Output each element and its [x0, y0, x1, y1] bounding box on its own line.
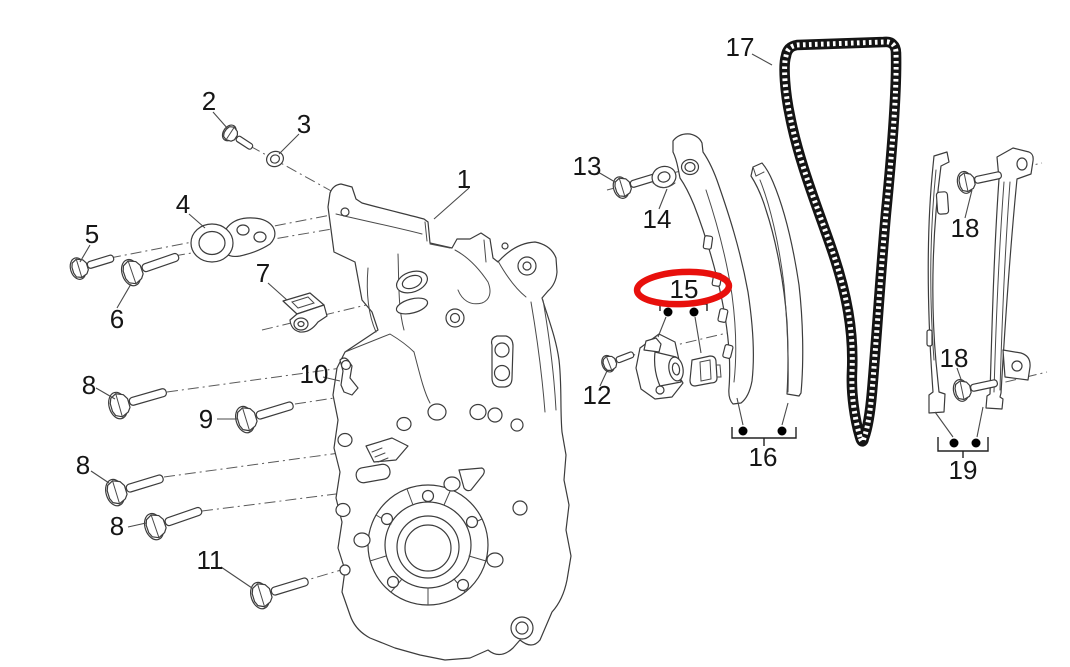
- part-number-callouts: 1 2 3 4 5 6 7 8 8 8 9 10 11 12 13 14 15 …: [76, 32, 980, 575]
- callout-5[interactable]: 5: [85, 219, 99, 249]
- callout-8-a[interactable]: 8: [82, 370, 96, 400]
- part-6-bolt-drawing: [117, 243, 184, 289]
- part-14-washer-drawing: [651, 165, 677, 189]
- part-1-timing-cover-drawing: [327, 183, 572, 661]
- callout-17[interactable]: 17: [726, 32, 755, 62]
- group-19-dot-a: [949, 438, 959, 448]
- callout-12[interactable]: 12: [583, 380, 612, 410]
- part-12-bolt-drawing: [598, 345, 637, 375]
- group-15-dot-b: [689, 307, 699, 317]
- part-15-chain-tensioner-drawing: [635, 333, 722, 400]
- part-2-bolt-drawing: [219, 121, 258, 156]
- callout-3[interactable]: 3: [297, 109, 311, 139]
- part-8-bolt-c-drawing: [140, 497, 207, 543]
- part-13-bolt-drawing: [610, 165, 661, 201]
- assembly-centerlines: [109, 145, 1048, 584]
- callout-7[interactable]: 7: [256, 258, 270, 288]
- callout-9[interactable]: 9: [199, 404, 213, 434]
- callout-4[interactable]: 4: [176, 189, 190, 219]
- callout-2[interactable]: 2: [202, 86, 216, 116]
- part-10-bracket-drawing: [339, 357, 359, 396]
- part-19-inner-rail-drawing: [926, 151, 950, 414]
- callout-19[interactable]: 19: [949, 455, 978, 485]
- callout-8-c[interactable]: 8: [110, 511, 124, 541]
- callout-14[interactable]: 14: [643, 204, 672, 234]
- callout-13[interactable]: 13: [573, 151, 602, 181]
- group-15-dot-a: [663, 307, 673, 317]
- callout-11[interactable]: 11: [197, 545, 224, 575]
- part-4-bracket-drawing: [190, 217, 276, 263]
- part-8-bolt-b-drawing: [101, 464, 168, 509]
- part-8-bolt-a-drawing: [105, 378, 171, 422]
- callout-leader-lines: [79, 53, 984, 589]
- group-19-dot-b: [971, 438, 981, 448]
- part-19-outer-rail-drawing: [985, 147, 1034, 410]
- part-7-bracket-drawing: [282, 292, 328, 333]
- part-5-bolt-drawing: [67, 246, 118, 282]
- callout-15-highlighted[interactable]: 15: [670, 274, 699, 304]
- callout-6[interactable]: 6: [110, 304, 124, 334]
- group-19-markers: [937, 437, 989, 458]
- selection-highlight-ellipse: [633, 268, 733, 308]
- group-16-markers: [731, 426, 797, 446]
- callout-8-b[interactable]: 8: [76, 450, 90, 480]
- callout-16[interactable]: 16: [749, 442, 778, 472]
- callout-18-b[interactable]: 18: [940, 343, 969, 373]
- part-3-washer-drawing: [266, 150, 284, 168]
- part-9-bolt-drawing: [231, 391, 298, 436]
- part-18-bolt-top-drawing: [954, 163, 1005, 196]
- callout-10[interactable]: 10: [300, 359, 329, 389]
- part-16-guide-blade-drawing: [750, 162, 804, 397]
- group-16-dot-b: [777, 426, 787, 436]
- part-11-bolt-drawing: [246, 567, 313, 612]
- part-17-timing-chain-drawing: [779, 36, 902, 447]
- callout-1[interactable]: 1: [457, 164, 471, 194]
- group-16-dot-a: [738, 426, 748, 436]
- callout-18-a[interactable]: 18: [951, 213, 980, 243]
